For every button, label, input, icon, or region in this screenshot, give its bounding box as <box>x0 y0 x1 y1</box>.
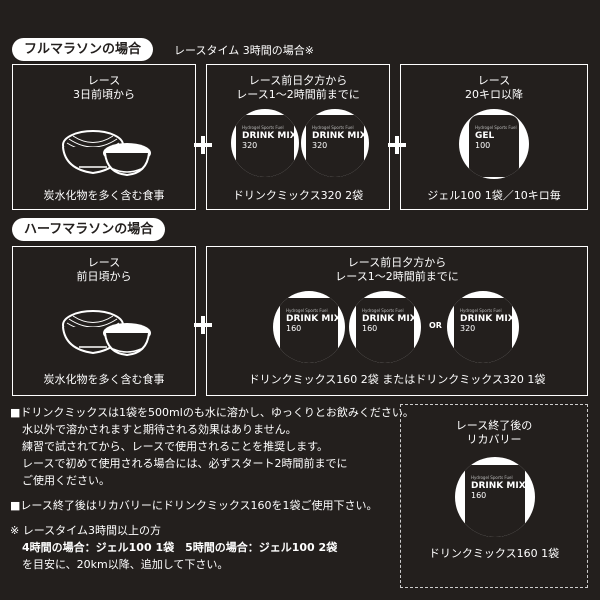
pouch-brand: Hydrogel Sports Fuel <box>362 308 404 313</box>
note-line: ※ レースタイム3時間以上の方 <box>10 524 161 537</box>
pouch-number: 100 <box>475 141 491 150</box>
pouch-number: 160 <box>286 324 302 333</box>
full-gel-caption: ジェル100 1袋／10キロ毎 <box>427 189 561 202</box>
recovery-box: レース終了後の リカバリー Hydrogel Sports Fuel DRINK… <box>400 404 588 588</box>
half-drinkmix-title2: レース1～2時間前までに <box>335 270 459 283</box>
pouch-title: DRINK MIX <box>471 481 526 491</box>
full-drinkmix-box: レース前日夕方から レース1～2時間前までに Hydrogel Sports F… <box>206 64 390 210</box>
or-label: OR <box>429 321 442 330</box>
recovery-title1: レース終了後の <box>455 419 533 432</box>
recovery-caption: ドリンクミックス160 1袋 <box>428 547 560 560</box>
half-meal-caption: 炭水化物を多く含む食事 <box>43 373 165 386</box>
full-marathon-subtitle: レースタイム 3時間の場合※ <box>174 44 314 57</box>
half-drinkmix-caption: ドリンクミックス160 2袋 またはドリンクミックス320 1袋 <box>248 373 546 386</box>
pouch-title: DRINK MIX <box>286 314 341 324</box>
note-line: 4時間の場合：ジェル100 1袋 5時間の場合：ジェル100 2袋 <box>22 541 338 554</box>
full-meal-title1: レース <box>87 74 121 87</box>
pouch-number: 160 <box>471 491 487 500</box>
usage-notes: ■ドリンクミックスは1袋を500mlのも水に溶かし、ゆっくりとお飲みください。 … <box>10 404 414 573</box>
meal-bowls-icon <box>62 310 151 357</box>
full-gel-title2: 20キロ以降 <box>465 88 523 101</box>
pouch-title: DRINK MIX <box>362 314 417 324</box>
drink-mix-160-image: Hydrogel Sports Fuel DRINK MIX 160 <box>273 291 345 363</box>
note-line: ■ドリンクミックスは1袋を500mlのも水に溶かし、ゆっくりとお飲みください。 <box>10 406 414 419</box>
full-meal-caption: 炭水化物を多く含む食事 <box>43 189 165 202</box>
pouch-number: 160 <box>362 324 378 333</box>
note-line: ■レース終了後はリカバリーにドリンクミックス160を1袋ご使用下さい。 <box>10 499 378 512</box>
drink-mix-pouch: Hydrogel Sports Fuel DRINK MIX 320 <box>236 115 297 177</box>
pouch-title: GEL <box>475 131 495 141</box>
pouch-number: 320 <box>460 324 476 333</box>
note-line: 練習で試されてから、レースで使用されることを推奨します。 <box>22 440 329 453</box>
pouch-brand: Hydrogel Sports Fuel <box>471 475 513 480</box>
pouch-number: 320 <box>242 141 258 150</box>
note-line: 水以外で溶かされますと期待される効果はありません。 <box>22 423 297 436</box>
full-gel-box: レース 20キロ以降 Hydrogel Sports Fuel GEL 100 … <box>400 64 588 210</box>
note-line: を目安に、20km以降、追加して下さい。 <box>22 558 229 571</box>
plus-icon <box>194 316 212 334</box>
drink-mix-320-image: Hydrogel Sports Fuel DRINK MIX 320 <box>231 109 299 177</box>
meal-bowls-icon <box>62 130 151 177</box>
half-marathon-heading: ハーフマラソンの場合 <box>12 218 166 241</box>
drink-mix-160-image: Hydrogel Sports Fuel DRINK MIX 160 <box>455 457 535 537</box>
full-drinkmix-title2: レース1～2時間前までに <box>236 88 360 101</box>
pouch-title: DRINK MIX <box>242 131 297 141</box>
pouch-brand: Hydrogel Sports Fuel <box>242 125 284 130</box>
pouch-number: 320 <box>312 141 328 150</box>
full-meal-box: レース 3日前頃から 炭水化物を多く含む食事 <box>12 64 196 210</box>
pouch-title: DRINK MIX <box>312 131 367 141</box>
note-line: ご使用ください。 <box>22 474 110 487</box>
pouch-title: DRINK MIX <box>460 314 515 324</box>
half-drinkmix-title1: レース前日夕方から <box>347 256 447 269</box>
pouch-brand: Hydrogel Sports Fuel <box>286 308 328 313</box>
plus-icon <box>194 136 212 154</box>
pouch-brand: Hydrogel Sports Fuel <box>312 125 354 130</box>
note-line: レースで初めて使用される場合には、必ずスタート2時間前までに <box>22 457 348 470</box>
plus-icon <box>388 136 406 154</box>
full-drinkmix-caption: ドリンクミックス320 2袋 <box>232 189 364 202</box>
drink-mix-pouch: Hydrogel Sports Fuel DRINK MIX 160 <box>280 298 341 363</box>
full-gel-title1: レース <box>477 74 511 87</box>
half-meal-title1: レース <box>87 256 121 269</box>
drink-mix-pouch: Hydrogel Sports Fuel DRINK MIX 160 <box>465 465 526 537</box>
drink-mix-320-image: Hydrogel Sports Fuel DRINK MIX 320 <box>447 291 519 363</box>
half-meal-title2: 前日頃から <box>76 270 132 283</box>
half-drinkmix-box: レース前日夕方から レース1～2時間前までに Hydrogel Sports F… <box>206 246 588 396</box>
full-meal-title2: 3日前頃から <box>73 88 135 101</box>
full-drinkmix-title1: レース前日夕方から <box>248 74 348 87</box>
drink-mix-pouch: Hydrogel Sports Fuel DRINK MIX 320 <box>306 115 367 177</box>
full-marathon-heading: フルマラソンの場合 <box>12 38 154 61</box>
drink-mix-160-image: Hydrogel Sports Fuel DRINK MIX 160 <box>349 291 421 363</box>
gel-100-image: Hydrogel Sports Fuel GEL 100 <box>459 109 529 179</box>
drink-mix-320-image: Hydrogel Sports Fuel DRINK MIX 320 <box>301 109 369 177</box>
gel-pouch: Hydrogel Sports Fuel GEL 100 <box>469 115 519 177</box>
drink-mix-pouch: Hydrogel Sports Fuel DRINK MIX 160 <box>356 298 417 363</box>
drink-mix-pouch: Hydrogel Sports Fuel DRINK MIX 320 <box>454 298 515 363</box>
recovery-title2: リカバリー <box>466 433 522 446</box>
pouch-brand: Hydrogel Sports Fuel <box>460 308 502 313</box>
pouch-brand: Hydrogel Sports Fuel <box>475 125 517 130</box>
half-meal-box: レース 前日頃から 炭水化物を多く含む食事 <box>12 246 196 396</box>
